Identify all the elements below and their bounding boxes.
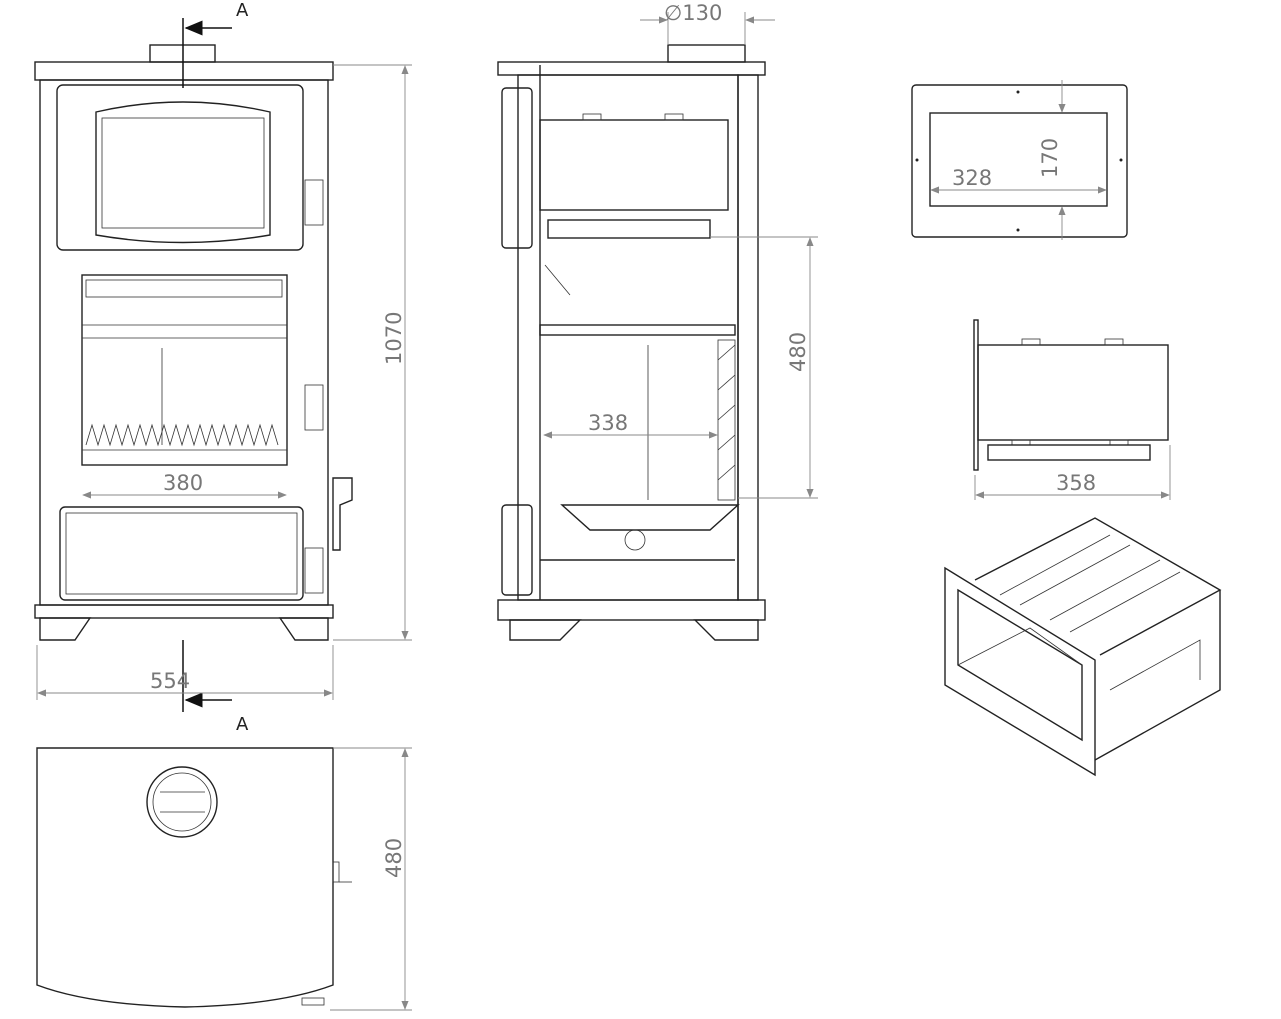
dim-top-depth-label: 480 xyxy=(382,838,406,878)
dim-width: 554 xyxy=(36,645,334,700)
front-view xyxy=(34,44,353,641)
dim-top-depth: 480 xyxy=(330,747,412,1011)
top-view xyxy=(36,747,352,1008)
dim-tray-depth-label: 358 xyxy=(1056,471,1096,495)
dim-flue-diameter: ∅130 xyxy=(640,1,775,45)
section-marker-bottom: A xyxy=(182,640,249,735)
tray-side-view: 358 xyxy=(973,319,1171,500)
dim-opening-width-label: 328 xyxy=(952,166,992,190)
dim-firebox-depth: 338 xyxy=(543,411,718,439)
dim-firebox-depth-label: 338 xyxy=(588,411,628,435)
dim-height-label: 1070 xyxy=(382,312,406,365)
dim-opening-height-label: 170 xyxy=(1038,138,1062,178)
opening-plate-front: 170 328 xyxy=(911,80,1128,240)
section-label-top: A xyxy=(236,0,249,21)
section-marker-top: A xyxy=(182,0,249,88)
dim-width-label: 554 xyxy=(150,669,190,693)
dim-flue-diameter-label: ∅130 xyxy=(664,1,722,25)
dim-firebox-width-label: 380 xyxy=(163,471,203,495)
dim-side-depth: 480 xyxy=(710,236,818,499)
dim-height: 1070 xyxy=(333,64,412,641)
tray-isometric-view xyxy=(944,517,1222,777)
dim-side-depth-label: 480 xyxy=(786,332,810,372)
section-label-bottom: A xyxy=(236,714,249,735)
side-section-view xyxy=(497,44,766,641)
dim-firebox-width: 380 xyxy=(82,471,287,499)
